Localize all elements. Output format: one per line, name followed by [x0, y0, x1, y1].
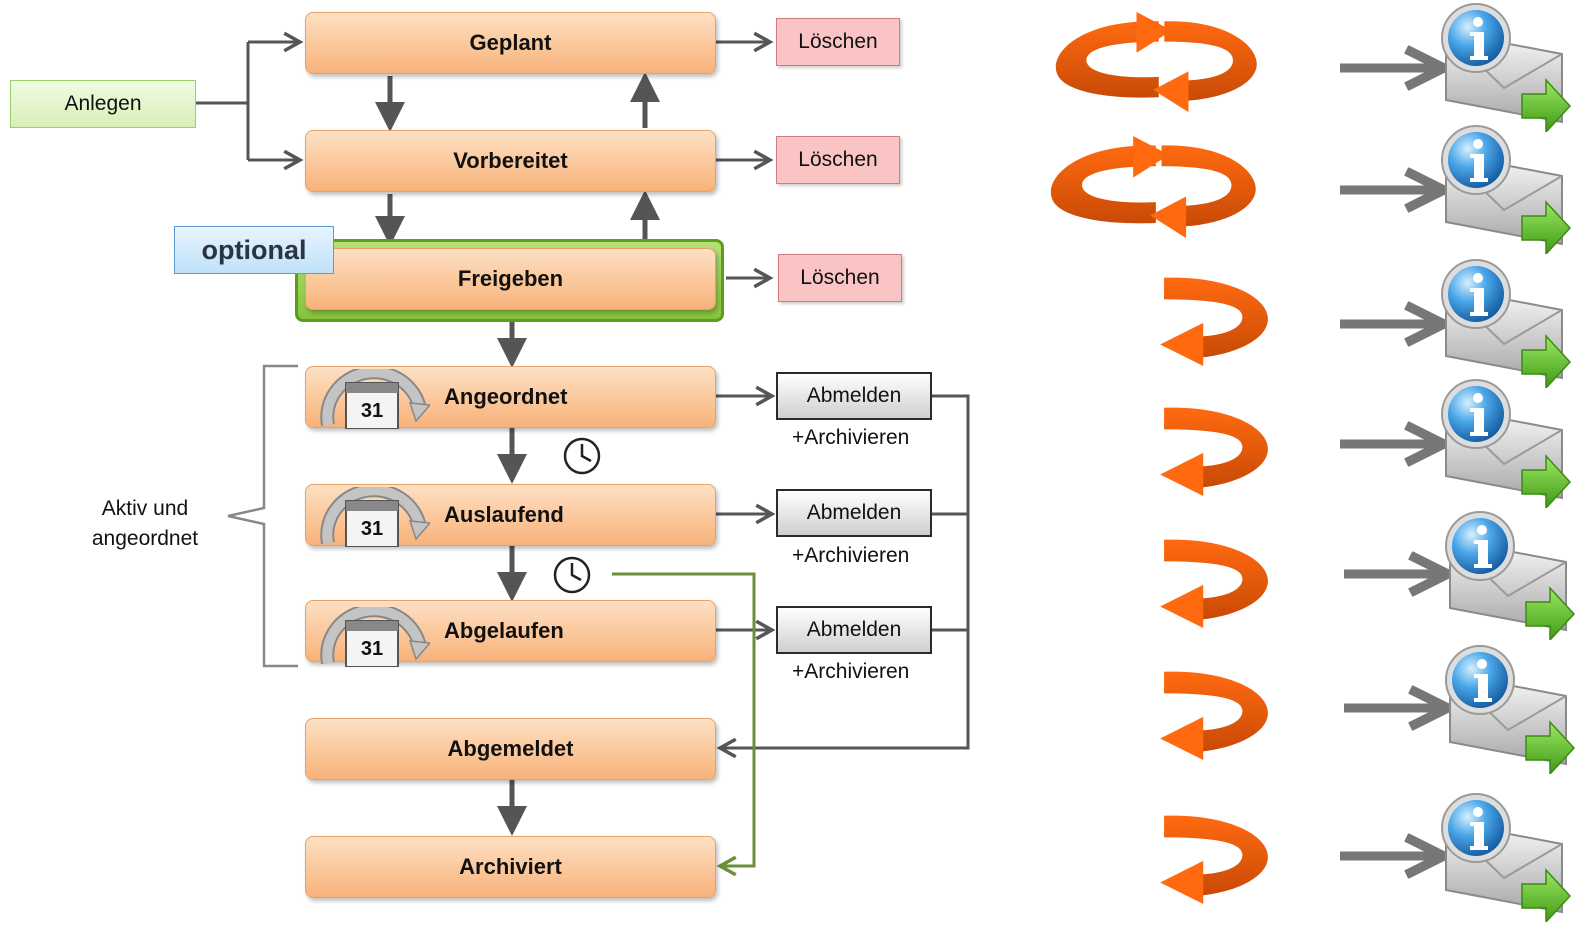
notify-arrows — [1340, 68, 1444, 856]
state-archiviert: Archiviert — [305, 836, 716, 898]
half-cycle-icon — [1160, 407, 1268, 496]
calendar-icon: 31 — [318, 486, 430, 548]
state-freigeben: Freigeben — [305, 248, 716, 310]
calendar-day: 31 — [361, 400, 383, 422]
archive-note: +Archivieren — [792, 426, 910, 449]
mail-info-icon — [1445, 645, 1575, 774]
mail-info-icon — [1441, 259, 1571, 388]
sync-cycle-icon — [1055, 12, 1257, 113]
state-vorbereitet: Vorbereitet — [305, 130, 716, 192]
group-label-aktiv: Aktiv und angeordnet — [91, 497, 199, 550]
archive-note: +Archivieren — [792, 544, 910, 567]
half-cycle-icon — [1160, 277, 1268, 366]
half-cycle-icon — [1160, 671, 1268, 760]
archive-note: +Archivieren — [792, 660, 910, 683]
deregister-angeordnet: Abmelden — [776, 372, 932, 420]
optional-label: optional — [174, 226, 334, 274]
mail-info-icon — [1441, 125, 1571, 254]
sync-cycle-icon — [1050, 136, 1256, 239]
mail-info-icon — [1441, 379, 1571, 508]
calendar-icon: 31 — [318, 368, 430, 430]
delete-vorbereitet: Löschen — [776, 136, 900, 184]
notification-column — [1050, 3, 1575, 922]
clock-icon — [563, 437, 601, 475]
calendar-icon: 31 — [318, 606, 430, 668]
half-cycle-icon — [1160, 815, 1268, 904]
calendar-day: 31 — [361, 638, 383, 660]
mail-info-icon — [1441, 3, 1571, 132]
mail-info-icon — [1441, 793, 1571, 922]
state-abgemeldet: Abgemeldet — [305, 718, 716, 780]
deregister-auslaufend: Abmelden — [776, 489, 932, 537]
clock-icon — [553, 556, 591, 594]
deregister-abgelaufen: Abmelden — [776, 606, 932, 654]
delete-freigeben: Löschen — [778, 254, 902, 302]
start-node-anlegen: Anlegen — [10, 80, 196, 128]
half-cycle-icon — [1160, 539, 1268, 628]
calendar-day: 31 — [361, 518, 383, 540]
mail-info-icon — [1445, 511, 1575, 640]
state-geplant: Geplant — [305, 12, 716, 74]
delete-geplant: Löschen — [776, 18, 900, 66]
